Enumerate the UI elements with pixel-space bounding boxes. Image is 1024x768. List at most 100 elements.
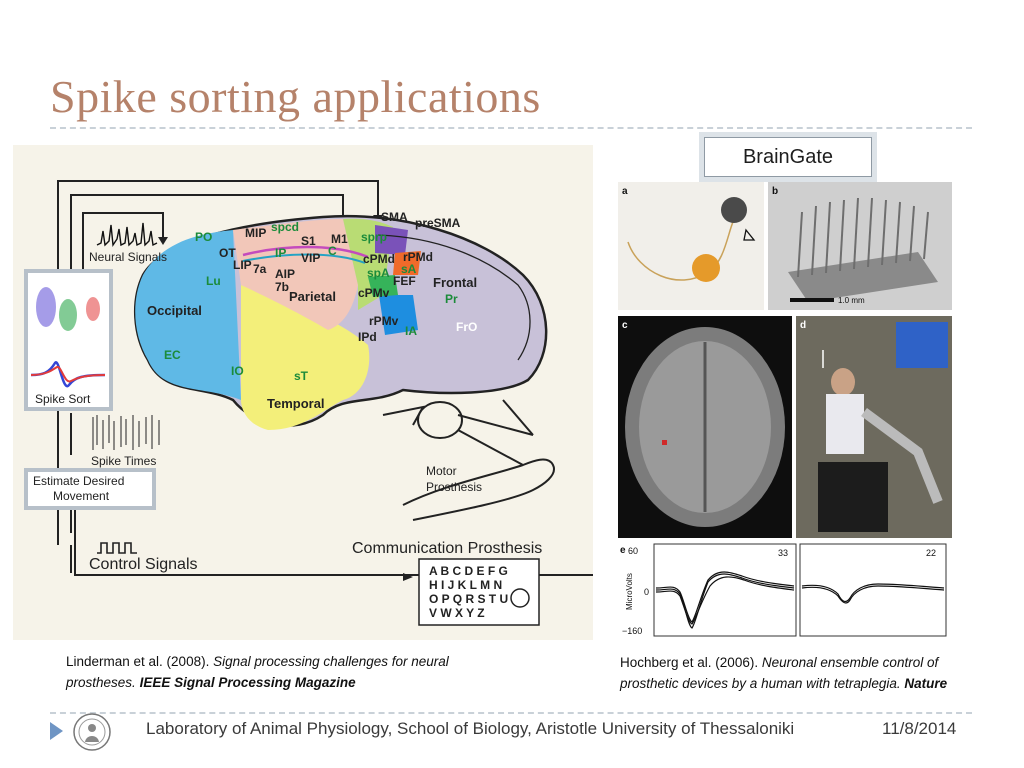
slide-title: Spike sorting applications: [50, 71, 541, 122]
area-c: C: [328, 244, 337, 258]
motor-label-2: Prosthesis: [426, 480, 482, 494]
control-signals-label: Control Signals: [89, 556, 198, 573]
area-ec: EC: [164, 348, 181, 362]
area-7b: 7b: [275, 280, 289, 294]
y-axis-label: MicroVolts: [625, 573, 634, 610]
citation-title: Signal processing challenges for neural …: [66, 654, 449, 690]
area-io: IO: [231, 364, 244, 378]
region-temporal: Temporal: [267, 396, 325, 411]
area-ot: OT: [219, 246, 236, 260]
neural-signals-label: Neural Signals: [89, 250, 167, 264]
estimate-label-1: Estimate Desired: [33, 474, 124, 488]
area-rpmv: rPMv: [369, 314, 399, 328]
pulse-train: [97, 542, 137, 554]
region-frontal: Frontal: [433, 275, 477, 290]
area-labels: PO MIP spcd S1 M1 SMA preSMA OT LIP 7a I…: [164, 210, 477, 383]
area-fef: FEF: [393, 274, 416, 288]
wheelchair: [818, 462, 888, 532]
area-mip: MIP: [245, 226, 266, 240]
citation-journal: Nature: [904, 676, 948, 691]
electrode-spikes: [797, 197, 929, 278]
letter-row: H I J K L M N: [429, 578, 502, 592]
area-po: PO: [195, 230, 212, 244]
bci-diagram-figure: PO MIP spcd S1 M1 SMA preSMA OT LIP 7a I…: [13, 145, 593, 640]
panel-label: b: [772, 186, 778, 197]
area-presma: preSMA: [415, 216, 461, 230]
scale-bar-label: 1.0 mm: [838, 296, 865, 305]
waveform-traces-2: [801, 583, 945, 604]
unit-number-2: 22: [926, 548, 936, 558]
area-st: sT: [294, 369, 309, 383]
area-sma: SMA: [381, 210, 408, 224]
connector: [721, 197, 747, 223]
citation-linderman: Linderman et al. (2008). Signal processi…: [66, 651, 486, 693]
monitor: [896, 322, 948, 368]
citation-hochberg: Hochberg et al. (2006). Neuronal ensembl…: [620, 652, 990, 694]
title-divider: [50, 127, 972, 129]
letter-row: O P Q R S T U: [429, 592, 508, 606]
braingate-figure: a b 1.0 mm c d e 60 0 −160 MicroVolts 33…: [618, 182, 952, 640]
area-pr: Pr: [445, 292, 458, 306]
region-parietal: Parietal: [289, 289, 336, 304]
university-seal-icon: [73, 713, 111, 751]
footer-date: 11/8/2014: [882, 719, 957, 738]
motor-label-1: Motor: [426, 464, 457, 478]
letter-row: V W X Y Z: [429, 606, 485, 620]
motor-prosthesis-drawing: [382, 399, 555, 521]
waveform-box-2: [799, 543, 947, 637]
communication-prosthesis-label: Communication Prosthesis: [352, 540, 542, 557]
area-sa: sA: [401, 262, 417, 276]
y-tick-60: 60: [628, 546, 638, 556]
citation-authors: Hochberg et al. (2006).: [620, 655, 759, 670]
braingate-label-box: BrainGate: [699, 132, 877, 182]
waveform-traces-1: [655, 571, 795, 629]
patient-head: [831, 368, 855, 396]
spike-sort-label: Spike Sort: [35, 392, 91, 406]
letter-row: A B C D E F G: [429, 564, 508, 578]
footer-divider: [50, 712, 972, 714]
panel-label: d: [800, 320, 806, 331]
area-sprp: sprp: [361, 230, 387, 244]
spike-sort-box: [24, 269, 113, 411]
rpmd-region: [393, 251, 421, 275]
area-spa: spA: [367, 266, 390, 280]
area-ipd: IPd: [358, 330, 377, 344]
citation-title: Neuronal ensemble control of prosthetic …: [620, 655, 939, 691]
panel-label: a: [622, 186, 628, 197]
letter-board: [418, 558, 540, 626]
occipital-region: [135, 230, 241, 400]
scale-bar: [790, 298, 834, 302]
area-lip: LIP: [233, 258, 252, 272]
braingate-label: BrainGate: [704, 137, 872, 177]
area-lu: Lu: [206, 274, 221, 288]
citation-journal: IEEE Signal Processing Magazine: [139, 675, 356, 690]
spike-raster: [92, 415, 160, 450]
area-ip: IP: [275, 246, 286, 260]
sma-region: [375, 225, 408, 255]
area-s1: S1: [301, 234, 316, 248]
area-cpmv: cPMv: [358, 286, 390, 300]
area-rpmd: rPMd: [403, 250, 433, 264]
electrode-array: [788, 252, 938, 302]
patient-body: [826, 394, 864, 454]
area-cpmd: cPMd: [363, 252, 395, 266]
area-ia: IA: [405, 324, 417, 338]
y-tick-0: 0: [644, 587, 649, 597]
area-m1: M1: [331, 232, 348, 246]
area-aip: AIP: [275, 267, 295, 281]
area-7a: 7a: [253, 262, 267, 276]
array-pedestal: [692, 254, 720, 282]
citation-authors: Linderman et al. (2008).: [66, 654, 210, 669]
selected-letter-ring: [510, 588, 530, 608]
next-slide-arrow-icon[interactable]: [50, 722, 63, 740]
pmv-region: [379, 295, 418, 335]
area-fro: FrO: [456, 320, 477, 334]
y-tick-neg160: −160: [622, 626, 642, 636]
waveform-box-1: [653, 543, 797, 637]
footer-institution: Laboratory of Animal Physiology, School …: [146, 719, 795, 738]
cluster-plot: [36, 287, 100, 331]
estimate-label-2: Movement: [53, 489, 110, 503]
spa-region: [368, 275, 398, 297]
region-occipital: Occipital: [147, 303, 202, 318]
estimate-box: [24, 468, 156, 510]
